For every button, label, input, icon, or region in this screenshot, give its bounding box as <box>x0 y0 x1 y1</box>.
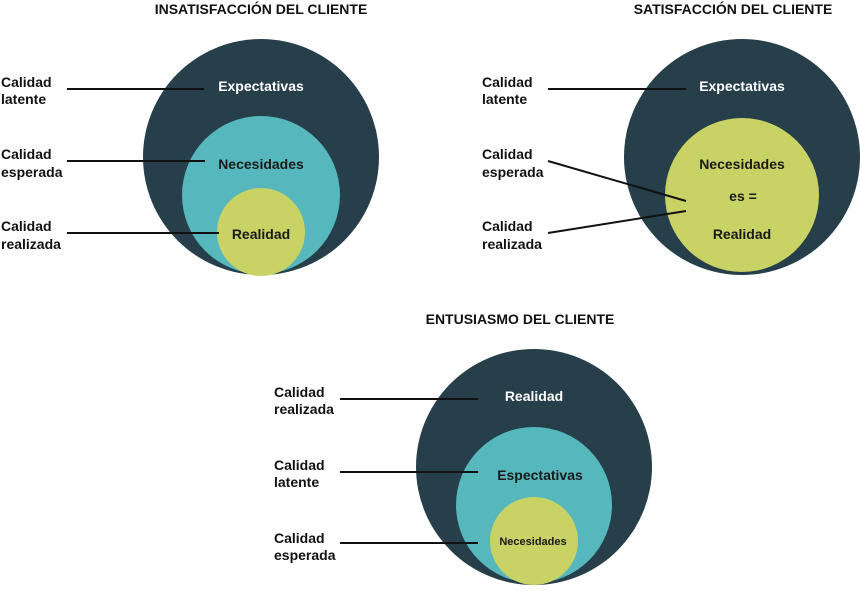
side-label-bottom: Calidad realizada <box>1 218 61 252</box>
inner-circle <box>217 188 305 276</box>
leader-line-middle <box>547 160 687 202</box>
panel-title: SATISFACCIÓN DEL CLIENTE <box>634 0 833 17</box>
leader-line-bottom <box>547 210 687 234</box>
circle-label-inner-line2: es = <box>729 188 757 204</box>
panel-entusiasmo: ENTUSIASMO DEL CLIENTE Realidad Espectat… <box>274 311 652 585</box>
panel-title: ENTUSIASMO DEL CLIENTE <box>426 311 615 327</box>
inner-circle <box>665 118 819 272</box>
circle-label-outer: Realidad <box>505 388 563 404</box>
circle-label-outer: Expectativas <box>218 78 304 94</box>
panel-satisfaccion: SATISFACCIÓN DEL CLIENTE Expectativas Ne… <box>482 0 860 275</box>
circle-label-middle: Espectativas <box>497 467 583 483</box>
circle-label-inner-line3: Realidad <box>713 226 771 242</box>
side-label-middle: Calidad esperada <box>1 146 63 180</box>
side-label-top: Calidad realizada <box>274 384 334 417</box>
circle-label-inner: Realidad <box>232 226 290 242</box>
circle-label-middle: Necesidades <box>218 156 304 172</box>
side-label-bottom: Calidad esperada <box>274 530 336 563</box>
side-label-middle: Calidad esperada <box>482 146 544 180</box>
circle-label-inner: Necesidades <box>499 536 566 548</box>
side-label-top: Calidad latente <box>482 74 536 107</box>
panel-title: INSATISFACCIÓN DEL CLIENTE <box>155 0 368 17</box>
circle-label-outer: Expectativas <box>699 78 785 94</box>
side-label-middle: Calidad latente <box>274 457 328 490</box>
side-label-bottom: Calidad realizada <box>482 218 542 252</box>
circle-label-inner-line1: Necesidades <box>699 156 785 172</box>
inner-circle <box>490 497 578 585</box>
panel-insatisfaccion: INSATISFACCIÓN DEL CLIENTE Expectativas … <box>1 0 379 276</box>
side-label-top: Calidad latente <box>1 74 55 107</box>
